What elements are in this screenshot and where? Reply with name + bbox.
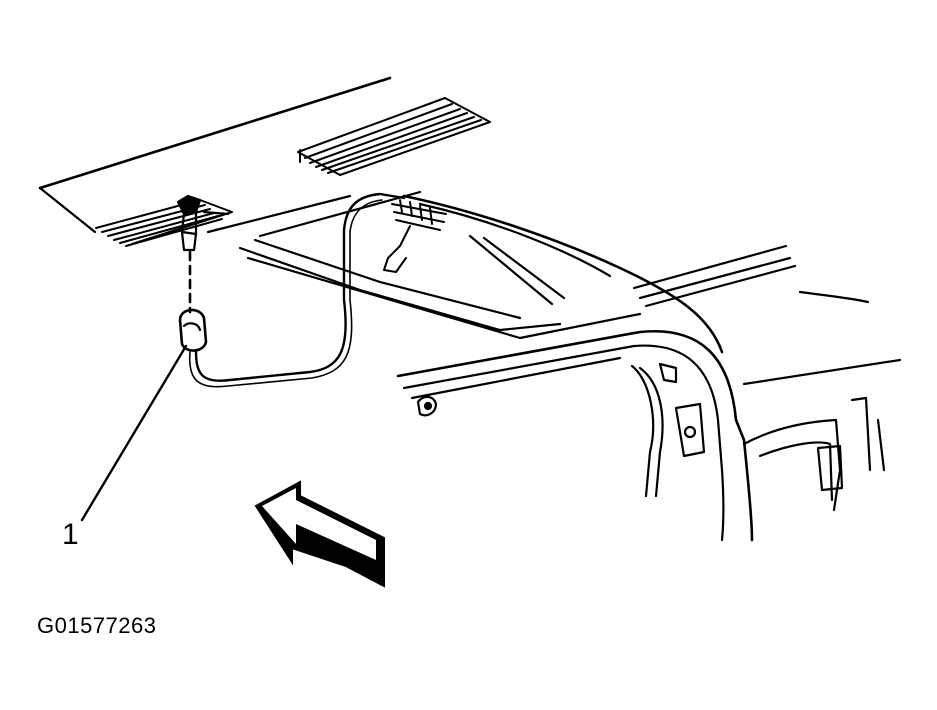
roof-rail-lower	[470, 236, 552, 304]
direction-arrow	[256, 482, 384, 586]
callout-number: 1	[62, 518, 79, 551]
roof-rail-outer	[404, 196, 722, 352]
rear-edge	[852, 398, 870, 470]
roof-panel-right-curve	[800, 292, 868, 302]
roof-vent-rear	[298, 98, 490, 175]
pillar-bracket	[632, 364, 704, 496]
headliner-line-1	[208, 196, 350, 232]
headliner-line-3	[240, 248, 560, 330]
headliner-line-4	[255, 240, 520, 318]
cable-clips	[384, 200, 446, 272]
callout-leader-line	[82, 346, 186, 520]
rear-edge-2	[878, 420, 884, 470]
header-trim-end	[418, 397, 436, 415]
roof-panel-right-rib-2	[646, 266, 795, 306]
cable-connector	[180, 310, 206, 351]
headliner-line-5	[248, 258, 640, 338]
door-opening-outer	[398, 331, 752, 540]
figure-id: G01577263	[37, 613, 157, 638]
antenna-cable	[196, 194, 404, 381]
antenna-mount	[178, 196, 228, 250]
headliner-line-2	[260, 192, 420, 236]
antenna-cable-inner	[190, 200, 382, 387]
roof-top-edge	[40, 78, 390, 188]
roof-panel-right-rib-1	[640, 258, 790, 298]
roof-rail-inner	[420, 204, 610, 276]
b-pillar-outer	[744, 420, 840, 510]
b-pillar-inner	[760, 443, 832, 501]
b-pillar-window	[818, 446, 842, 490]
roof-front-edge	[40, 188, 95, 232]
door-opening-inner-2	[412, 358, 620, 398]
roof-vent-front	[96, 200, 232, 246]
roof-rail-lower-2	[484, 238, 564, 298]
roof-panel-right-lower	[744, 360, 900, 384]
door-opening-inner	[404, 346, 724, 540]
roof-panel-right-edge	[634, 246, 786, 288]
